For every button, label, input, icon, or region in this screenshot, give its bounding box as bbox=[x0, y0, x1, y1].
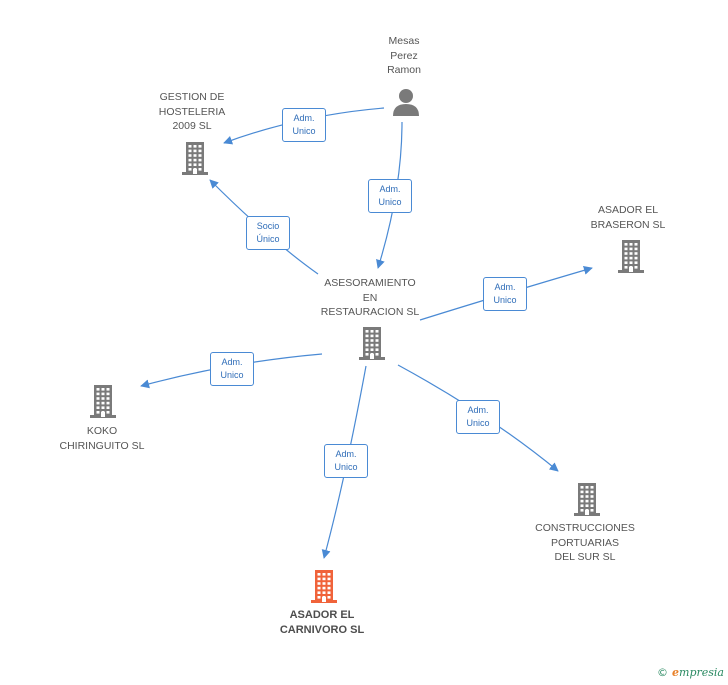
node-label-gestion[interactable]: GESTION DE HOSTELERIA 2009 SL bbox=[158, 91, 226, 132]
person-icon[interactable] bbox=[391, 87, 421, 122]
relation-label-line: Unico bbox=[220, 370, 244, 380]
relation-label-mesas-to-gestion[interactable]: Adm. Unico bbox=[282, 108, 326, 142]
empresia-credit[interactable]: ©empresia bbox=[657, 666, 724, 679]
empresia-logo-initial: e bbox=[672, 666, 680, 679]
relation-label-line: Unico bbox=[334, 462, 358, 472]
relation-label-asesoramiento-to-koko[interactable]: Adm. Unico bbox=[210, 352, 254, 386]
node-label-mesas[interactable]: Mesas Perez Ramon bbox=[387, 35, 421, 76]
relation-label-line: Unico bbox=[493, 295, 517, 305]
relation-label-line: Adm. bbox=[494, 282, 516, 292]
relation-label-line: Único bbox=[256, 234, 280, 244]
relation-label-line: Adm. bbox=[335, 449, 357, 459]
node-label-braseron[interactable]: ASADOR EL BRASERON SL bbox=[590, 204, 666, 231]
building-icon[interactable] bbox=[309, 568, 339, 609]
building-icon[interactable] bbox=[616, 238, 646, 279]
relation-label-line: Adm. bbox=[379, 184, 401, 194]
node-label-carnivoro[interactable]: ASADOR EL CARNIVORO SL bbox=[279, 609, 365, 636]
relation-label-line: Unico bbox=[292, 126, 316, 136]
building-icon[interactable] bbox=[88, 383, 118, 424]
building-icon[interactable] bbox=[357, 325, 387, 366]
copyright-symbol: © bbox=[657, 666, 669, 679]
node-label-asesoramiento[interactable]: ASESORAMIENTO EN RESTAURACION SL bbox=[320, 277, 420, 318]
relation-label-mesas-to-asesoramiento[interactable]: Adm. Unico bbox=[368, 179, 412, 213]
relation-label-line: Socio bbox=[256, 221, 280, 231]
relation-label-line: Adm. bbox=[293, 113, 315, 123]
node-label-construcciones[interactable]: CONSTRUCCIONES PORTUARIAS DEL SUR SL bbox=[535, 522, 635, 563]
relation-label-asesoramiento-to-construcciones[interactable]: Adm. Unico bbox=[456, 400, 500, 434]
relation-label-asesoramiento-to-braseron[interactable]: Adm. Unico bbox=[483, 277, 527, 311]
building-icon[interactable] bbox=[572, 481, 602, 522]
relation-label-asesoramiento-to-carnivoro[interactable]: Adm. Unico bbox=[324, 444, 368, 478]
relation-label-line: Adm. bbox=[467, 405, 489, 415]
building-icon[interactable] bbox=[180, 140, 210, 181]
relation-label-line: Adm. bbox=[221, 357, 243, 367]
relation-label-line: Unico bbox=[378, 197, 402, 207]
empresia-logo-text: mpresia bbox=[679, 666, 724, 679]
node-label-koko[interactable]: KOKO CHIRINGUITO SL bbox=[59, 425, 145, 452]
relation-label-line: Unico bbox=[466, 418, 490, 428]
